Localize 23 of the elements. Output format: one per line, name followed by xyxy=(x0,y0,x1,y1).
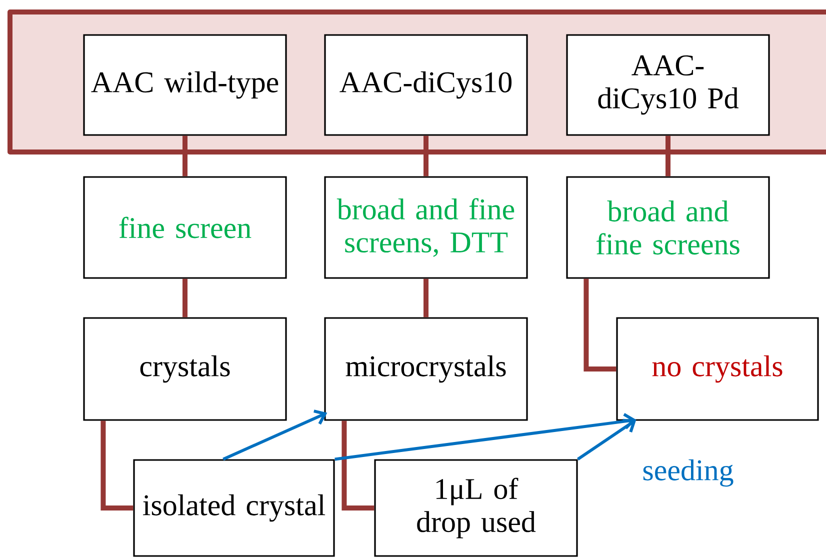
connector-line xyxy=(424,136,428,176)
text-box: crystals xyxy=(83,317,287,421)
text-box: AAC-diCys10 xyxy=(324,34,528,136)
connector-line xyxy=(424,278,428,318)
text-box: AAC-diCys10 Pd xyxy=(566,34,770,136)
text-box: AAC wild-type xyxy=(83,34,287,136)
connector-line xyxy=(182,278,188,318)
connector-line xyxy=(182,136,188,176)
text-box: broad and fine screens xyxy=(566,176,770,279)
arrow xyxy=(334,413,636,461)
connector-line xyxy=(666,136,670,176)
text-box: broad and fine screens, DTT xyxy=(324,176,528,279)
connector-line xyxy=(100,420,134,510)
arrow xyxy=(222,410,328,461)
connector-line xyxy=(342,420,374,510)
text-box: fine screen xyxy=(83,176,287,279)
connector-line xyxy=(584,278,616,372)
text-box: no crystals xyxy=(616,317,819,421)
arrow xyxy=(576,418,636,460)
text-box: isolated crystal xyxy=(133,459,335,557)
annotation-text: seeding xyxy=(643,459,734,487)
text-box: microcrystals xyxy=(324,317,528,421)
text-box: 1μL of drop used xyxy=(374,459,578,557)
